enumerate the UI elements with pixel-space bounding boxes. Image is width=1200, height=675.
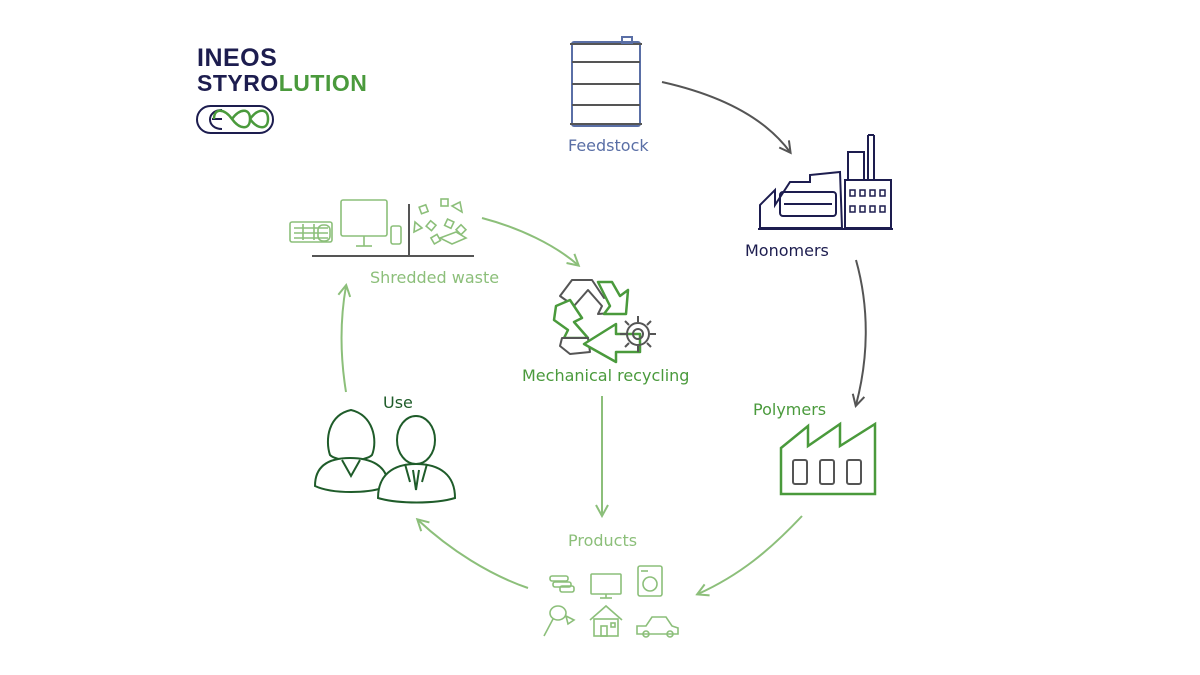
car-icon [636, 616, 679, 638]
brand-line2b: LUTION [278, 70, 368, 96]
tv-icon [590, 573, 622, 599]
arrow-monomers-to-polymers [856, 259, 867, 405]
washing-machine-icon [637, 565, 663, 597]
arrow-products-to-use [418, 520, 529, 589]
woman-icon [313, 408, 390, 493]
brand-line1: INEOS [197, 44, 278, 72]
racket-icon [543, 605, 576, 637]
gear-icon [620, 316, 656, 352]
arrow-use-to-shredded-waste [342, 286, 347, 393]
arrow-shredded-waste-to-recycling [481, 217, 578, 265]
product-icons [543, 565, 679, 638]
brand-line2: STYROLUTION [197, 70, 367, 97]
house-icon [589, 604, 623, 637]
brand-line2a: STYRO [197, 70, 279, 96]
mouse-icon [317, 224, 331, 242]
monitor-icon [340, 199, 388, 247]
polymers-label: Polymers [753, 400, 827, 419]
factory-icon [779, 421, 877, 496]
keyboard-icon [289, 221, 333, 243]
shredded-waste-label: Shredded waste [370, 268, 500, 287]
recycle-gear-icon [552, 279, 656, 364]
arrow-polymers-to-products [698, 515, 803, 594]
phone-icon [390, 225, 402, 245]
products-label: Products [568, 531, 638, 550]
chemical-plant-icon [758, 134, 893, 230]
man-icon [376, 415, 457, 504]
arrow-feedstock-to-monomers [661, 81, 790, 152]
stacked-discs-icon [549, 575, 575, 593]
shredded-pieces-icon [413, 198, 468, 246]
people-icon [313, 408, 457, 504]
oil-barrel-icon [570, 36, 642, 127]
monomers-label: Monomers [745, 241, 829, 260]
use-label: Use [383, 393, 413, 412]
feedstock-label: Feedstock [568, 136, 649, 155]
electronics-waste-icon [289, 198, 474, 257]
eco-logo-icon [196, 105, 274, 134]
mechanical-recycling-label: Mechanical recycling [522, 366, 690, 385]
